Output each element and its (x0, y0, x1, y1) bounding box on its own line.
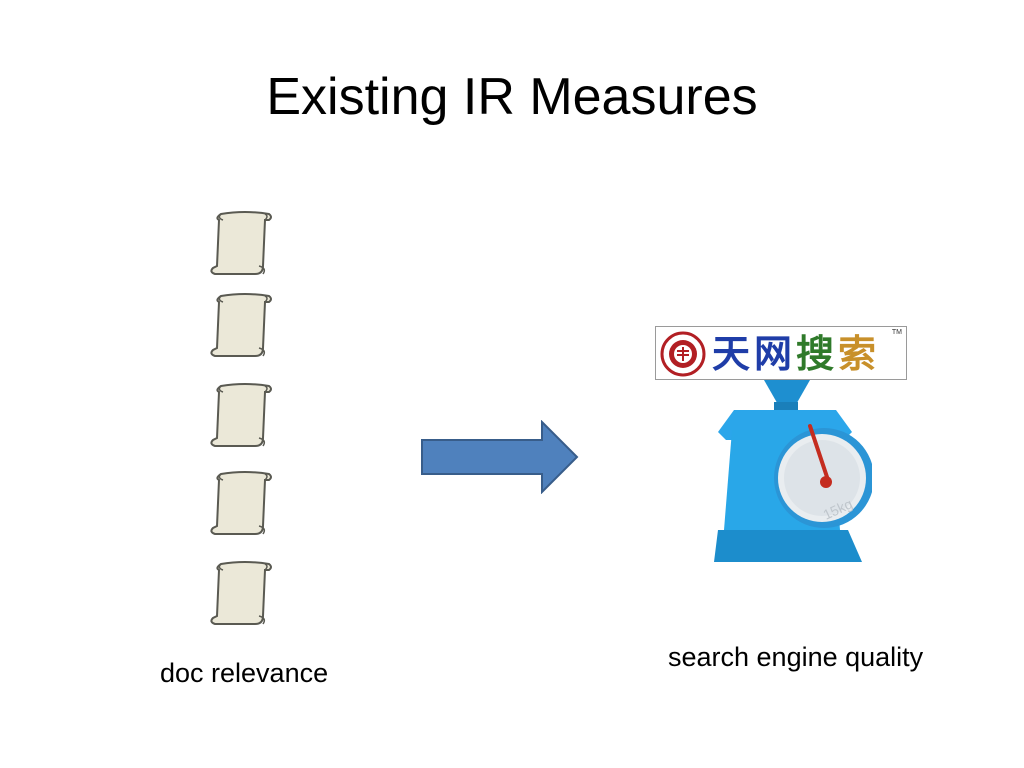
scroll-document-icon (205, 208, 275, 278)
logo-char: 搜 (796, 331, 838, 376)
logo-char: 索 (838, 331, 880, 376)
search-engine-logo: 天网搜索 TM (655, 326, 907, 380)
doc-relevance-label: doc relevance (160, 658, 328, 689)
search-engine-quality-label: search engine quality (668, 642, 923, 673)
slide-title: Existing IR Measures (0, 62, 1024, 132)
trademark-mark: TM (892, 329, 902, 336)
scroll-document-icon (205, 558, 275, 628)
scroll-document-icon (205, 290, 275, 360)
scroll-document-icon (205, 380, 275, 450)
right-arrow-icon (420, 420, 580, 494)
weighing-scale-icon: 15kg (712, 380, 872, 572)
logo-text: 天网搜索 (712, 328, 880, 380)
logo-char: 网 (754, 331, 796, 376)
scroll-document-icon (205, 468, 275, 538)
logo-char: 天 (712, 331, 754, 376)
university-seal-icon (660, 331, 706, 377)
